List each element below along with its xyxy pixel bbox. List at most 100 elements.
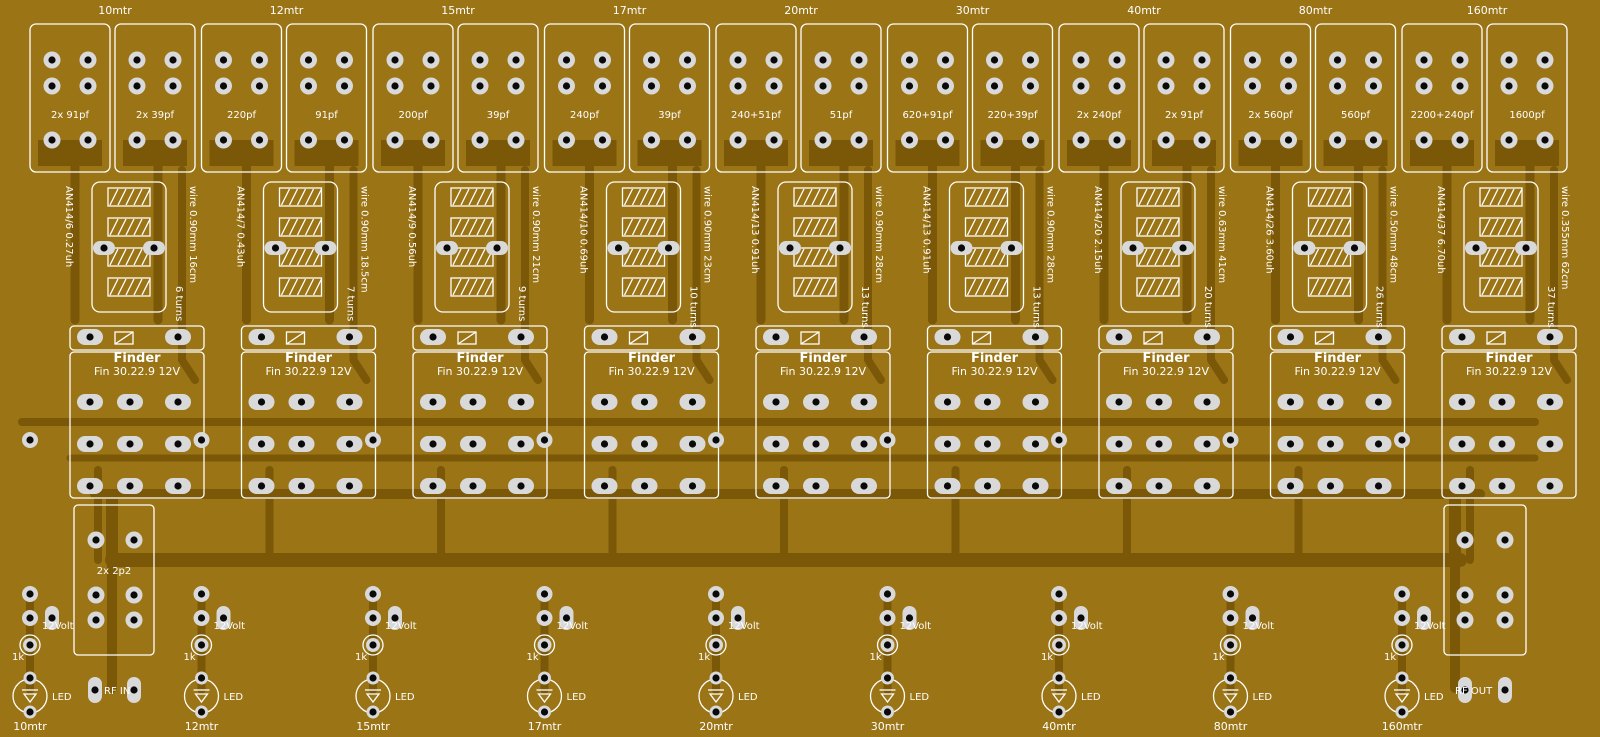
led-label: LED: [738, 692, 758, 703]
coil-hatch: [452, 188, 462, 206]
relay-pad-hole: [943, 482, 952, 490]
coil-hatch: [982, 278, 993, 296]
coil-hatch: [460, 218, 470, 236]
coil-hatch: [1489, 218, 1499, 236]
coil-hatch: [639, 218, 650, 236]
coil-hatch: [1154, 248, 1164, 266]
control-pad-hole: [712, 436, 720, 444]
resistor-outline: [362, 634, 384, 656]
relay-pad-hole: [345, 482, 354, 490]
supply-pad-hole: [26, 614, 34, 622]
resistor-pad-hole: [1226, 641, 1235, 649]
capacitor-pad-hole: [219, 56, 228, 64]
band-label: 12mtr: [270, 4, 304, 17]
rf-input-capacitor-footprint: [73, 504, 155, 656]
relay-part: Fin 30.22.9 12V: [265, 365, 352, 378]
band-label: 30mtr: [956, 4, 990, 17]
rf-output-pad-hole: [1501, 616, 1509, 624]
coil-winding-slot: [621, 277, 666, 297]
capacitor-value: 1600pf: [1509, 110, 1545, 121]
capacitor-value: 240+51pf: [731, 110, 782, 121]
capacitor-pad-hole: [647, 56, 656, 64]
coil-spec: AN414/13 0.91uh: [749, 186, 760, 274]
coil-hatch: [998, 218, 1009, 236]
relay-coil-diagonal: [286, 331, 305, 345]
coil-hatch: [1497, 248, 1507, 266]
control-pad-hole: [26, 436, 34, 444]
supply-pad-hole: [712, 614, 720, 622]
relay-coil-diagonal: [1486, 331, 1506, 345]
capacitor-pad-hole: [819, 56, 827, 64]
capacitor-pad-hole: [1505, 56, 1513, 64]
relay-pad-hole: [1458, 333, 1466, 341]
supply-pad-hole: [1398, 590, 1406, 598]
capacitor-pad-hole: [990, 136, 999, 144]
coil-hatch: [1154, 218, 1164, 236]
relay-coil-diagonal: [629, 331, 648, 345]
supply-pad-hole: [540, 614, 549, 622]
resistor-pad-hole: [197, 641, 206, 649]
relay-pad-hole: [1546, 333, 1554, 341]
coil-feed-trace: [864, 166, 885, 384]
turns-label: 13 turns: [859, 286, 870, 328]
coil-pad-hole: [1007, 244, 1016, 252]
relay-brand: Finder: [456, 351, 504, 366]
led-pad-hole: [197, 708, 206, 716]
supply-pad-hole: [540, 590, 549, 598]
capacitor-pad-hole: [990, 56, 999, 64]
capacitor-pad-hole: [340, 56, 349, 64]
relay-pad-hole: [86, 440, 94, 448]
coil-winding-slot: [1136, 217, 1180, 237]
coil-hatch: [623, 188, 634, 206]
supply-pad-hole: [197, 590, 206, 598]
coil-feed-trace: [1550, 166, 1571, 384]
capacitor-pad-hole: [1198, 82, 1206, 90]
coil-feed-trace: [1207, 166, 1228, 384]
relay-brand: Finder: [1485, 351, 1533, 366]
relay-pad-hole: [86, 333, 94, 341]
capacitor-pad-hole: [84, 56, 92, 64]
resistor-label: 1k: [527, 652, 539, 663]
coil-hatch: [819, 278, 829, 296]
coil-hatch: [1138, 278, 1148, 296]
relay-pad-hole: [943, 440, 952, 448]
relay-coil-diagonal: [1315, 331, 1334, 345]
coil-pad-hole: [150, 244, 158, 252]
coil-winding-slot: [1307, 277, 1352, 297]
relay-coil-symbol: [1486, 331, 1506, 345]
relay-brand: Finder: [971, 351, 1019, 366]
relay-pad-hole: [429, 482, 437, 490]
capacitor-footprint: [457, 23, 539, 173]
capacitor-value: 2x 39pf: [136, 110, 175, 121]
capacitor-pad-hole: [990, 82, 999, 90]
coil-hatch: [795, 218, 805, 236]
supply-pad-hole: [1226, 614, 1235, 622]
coil-hatch: [1317, 218, 1328, 236]
relay-pad-hole: [257, 440, 266, 448]
led-pad-hole: [883, 674, 892, 682]
capacitor-pad-hole: [255, 82, 264, 90]
capacitor-pad-hole: [1113, 82, 1121, 90]
capacitor-pad-hole: [1248, 136, 1257, 144]
coil-spec: AN414/13 0.91uh: [921, 186, 932, 274]
coil-feed-trace: [1035, 166, 1057, 384]
capacitor-pad-hole: [427, 82, 435, 90]
capacitor-pad-hole: [598, 82, 607, 90]
resistor-outline: [19, 634, 41, 656]
supply-connector-pad-hole: [219, 614, 228, 622]
coil-spec: AN414/10 0.69uh: [578, 186, 589, 274]
coil-winding-slot: [793, 217, 837, 237]
coil-winding-slot: [450, 247, 494, 267]
capacitor-footprint: [372, 23, 454, 173]
coil-hatch: [1341, 218, 1352, 236]
coil-hatch: [1513, 218, 1523, 236]
resistor-outline: [190, 634, 213, 656]
capacitor-pad-hole: [219, 82, 228, 90]
relay-pad-hole: [517, 333, 525, 341]
relay-coil-outline: [1441, 325, 1577, 351]
coil-hatch: [141, 218, 151, 236]
coil-hatch: [1317, 248, 1328, 266]
supply-connector-pad-hole: [391, 614, 399, 622]
relay-pad-hole: [688, 398, 697, 406]
coil-hatch: [125, 218, 135, 236]
